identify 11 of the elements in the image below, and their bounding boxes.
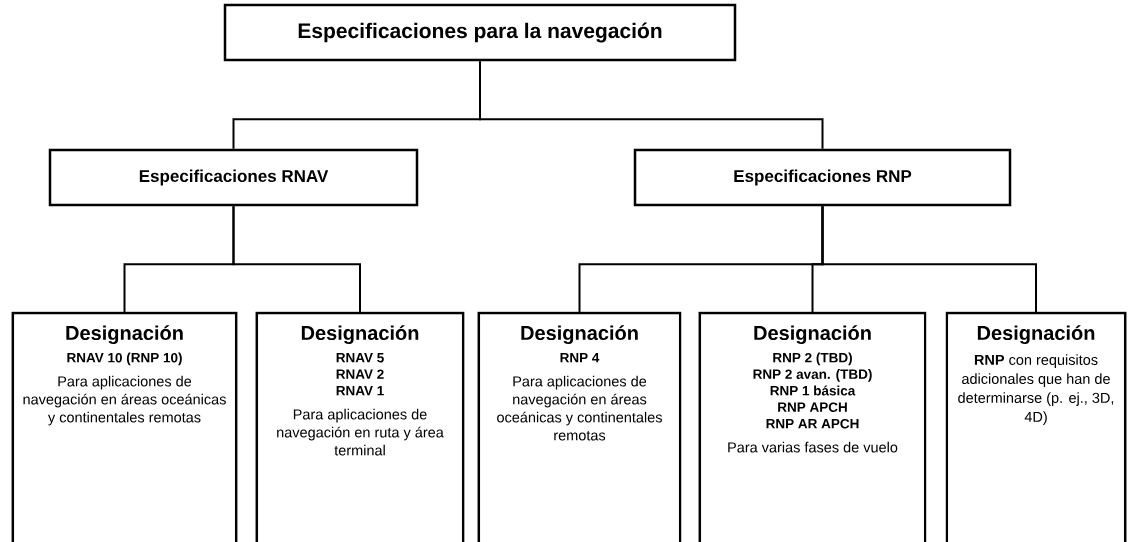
- box: Especificaciones RNAV: [48, 148, 419, 207]
- connector-line: [232, 205, 361, 314]
- box: Designación RNP con requisitos adicionales que han de determinarse (p. ej., 3D, 4D): [945, 311, 1127, 542]
- box: Designación RNAV 10 (RNP 10) Para aplicaciones de navegación en áreas oceánicas y continentales remotas: [11, 311, 238, 542]
- box: Designación RNP 4 Para aplicaciones de navegación en áreas oceánicas y continentales remotas: [477, 311, 682, 542]
- box: Especificaciones RNP: [633, 148, 1012, 207]
- connector-line: [479, 60, 824, 150]
- box: Especificaciones para la navegación: [223, 3, 737, 62]
- connector-line: [821, 205, 1037, 314]
- box: Designación RNAV 5 RNAV 2 RNAV 1 Para aplicaciones de navegación en ruta y área terminal: [255, 311, 465, 542]
- box: Designación RNP 2 (TBD) RNP 2 avan. (TBD) RNP 1 básica RNP APCH RNP AR APCH Para varias fases de vuelo: [698, 311, 927, 542]
